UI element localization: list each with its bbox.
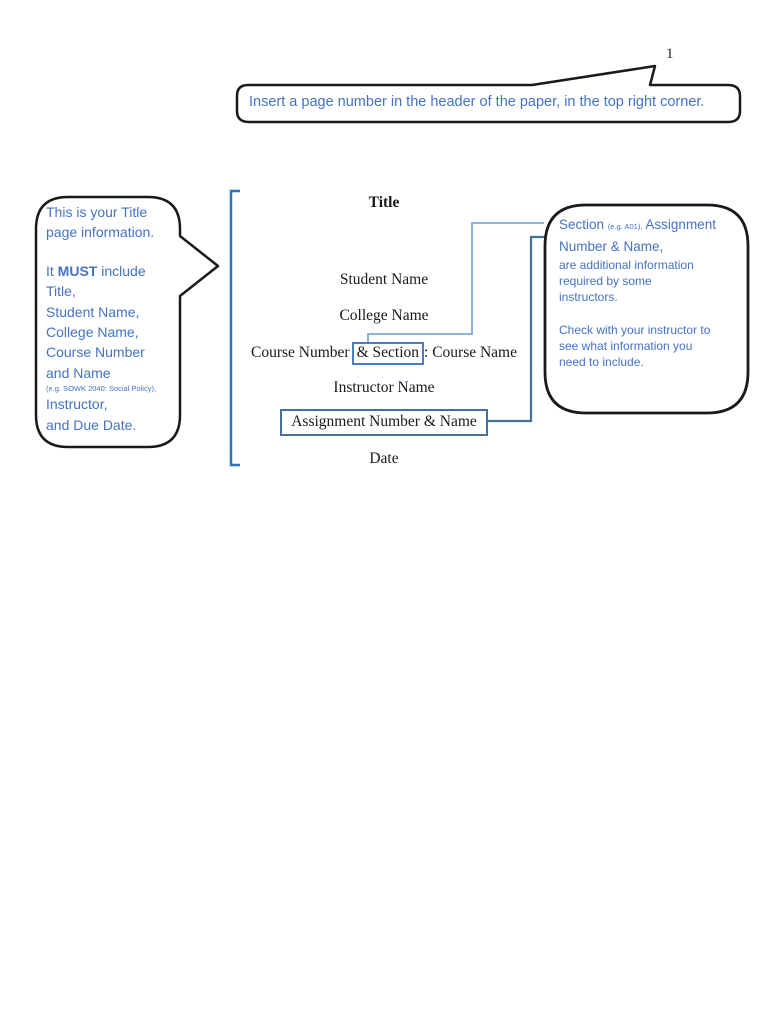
section-box: & Section	[351, 342, 425, 365]
right-callout-text-segment: Assignment	[645, 217, 716, 232]
course-line: Course Number& Section: Course Name	[0, 342, 768, 365]
right-callout-line: Number & Name,	[559, 239, 664, 254]
date-line: Date	[369, 450, 399, 467]
assignment-box: Assignment Number & Name	[280, 409, 488, 436]
page-number: 1	[666, 46, 674, 62]
left-callout-line: College Name,	[46, 324, 139, 341]
right-callout-line: instructors.	[559, 290, 618, 304]
right-callout-example-small-text: (e.g. A01),	[607, 222, 643, 231]
top-callout-text: Insert a page number in the header of th…	[249, 94, 705, 110]
course-name-text: : Course Name	[424, 344, 517, 361]
instructor-name-line: Instructor Name	[333, 379, 435, 396]
left-callout-line: page information.	[46, 224, 155, 241]
college-name-line: College Name	[339, 307, 429, 324]
right-callout-line: Section (e.g. A01), Assignment	[559, 215, 739, 237]
student-name-line: Student Name	[339, 271, 429, 288]
course-number-text: Course Number	[251, 344, 350, 361]
left-callout-spacer	[46, 243, 174, 261]
assignment-row: Assignment Number & Name	[0, 409, 768, 436]
title-page-title: Title	[368, 194, 400, 211]
right-callout-text-segment: Section	[559, 217, 605, 232]
